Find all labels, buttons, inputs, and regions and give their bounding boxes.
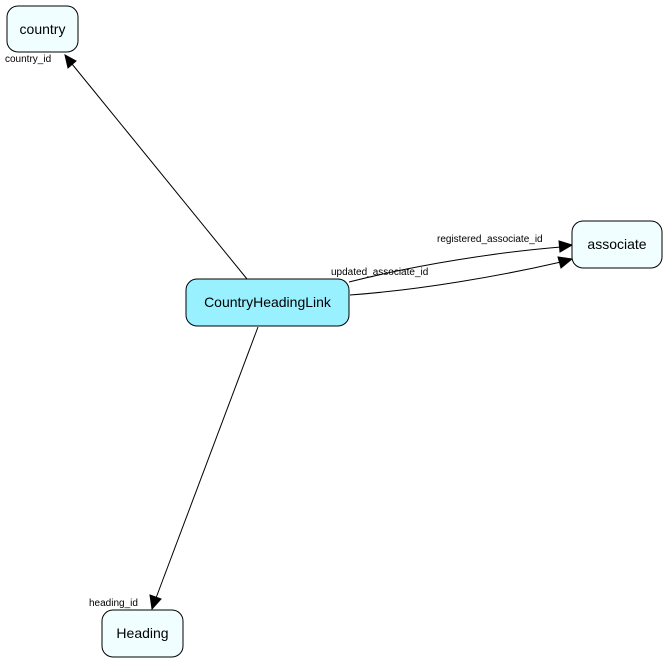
node-box-heading	[101, 609, 184, 658]
node-country-heading-link[interactable]: CountryHeadingLink	[185, 278, 350, 327]
node-label-heading: Heading	[116, 625, 168, 641]
arrowhead-heading	[149, 594, 162, 611]
edge-updated-associate-id	[349, 256, 574, 296]
arrowhead-associate-updated	[557, 256, 574, 269]
arrowhead-associate-registered	[558, 240, 574, 253]
edge-label-updated-associate-id: updated_associate_id	[331, 267, 428, 278]
edge-line-heading-id	[155, 326, 259, 599]
edge-heading-id	[149, 326, 259, 611]
node-associate[interactable]: associate	[571, 220, 663, 269]
node-country[interactable]: country	[6, 5, 79, 53]
edge-country-id	[64, 54, 248, 280]
edge-label-heading-id: heading_id	[89, 598, 138, 609]
node-label-country-heading-link: CountryHeadingLink	[204, 294, 332, 310]
edge-line-country-id	[71, 63, 248, 280]
node-box-country-heading-link	[185, 278, 350, 327]
edge-registered-associate-id	[348, 240, 574, 283]
edge-line-registered-associate-id	[348, 246, 562, 283]
edge-line-updated-associate-id	[349, 261, 562, 296]
node-box-country	[6, 5, 79, 53]
node-label-country: country	[20, 21, 66, 37]
node-box-associate	[571, 220, 663, 269]
arrowhead-country	[64, 54, 77, 69]
node-label-associate: associate	[587, 236, 646, 252]
edge-label-registered-associate-id: registered_associate_id	[437, 234, 543, 245]
node-heading[interactable]: Heading	[101, 609, 184, 658]
edge-label-country-id: country_id	[5, 54, 51, 65]
